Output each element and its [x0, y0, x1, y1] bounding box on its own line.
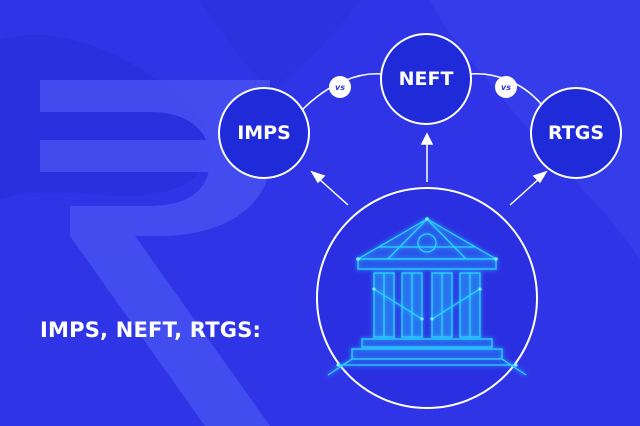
vs-badge-left: vs — [329, 76, 351, 98]
node-neft-label: NEFT — [398, 68, 454, 90]
node-rtgs-label: RTGS — [547, 122, 605, 144]
headline: IMPS, NEFT, RTGS: — [40, 318, 262, 342]
bank-building-icon — [327, 217, 527, 376]
arrow-to-imps — [317, 177, 349, 206]
node-neft: NEFT — [380, 33, 472, 125]
vs-badge-left-label: vs — [335, 82, 345, 92]
vs-badge-right: vs — [495, 76, 517, 98]
node-imps-label: IMPS — [237, 122, 291, 144]
arrow-to-rtgs — [509, 177, 541, 206]
vs-badge-right-label: vs — [501, 82, 511, 92]
node-rtgs: RTGS — [530, 87, 622, 179]
bank-circle — [316, 187, 538, 409]
node-imps: IMPS — [218, 87, 310, 179]
